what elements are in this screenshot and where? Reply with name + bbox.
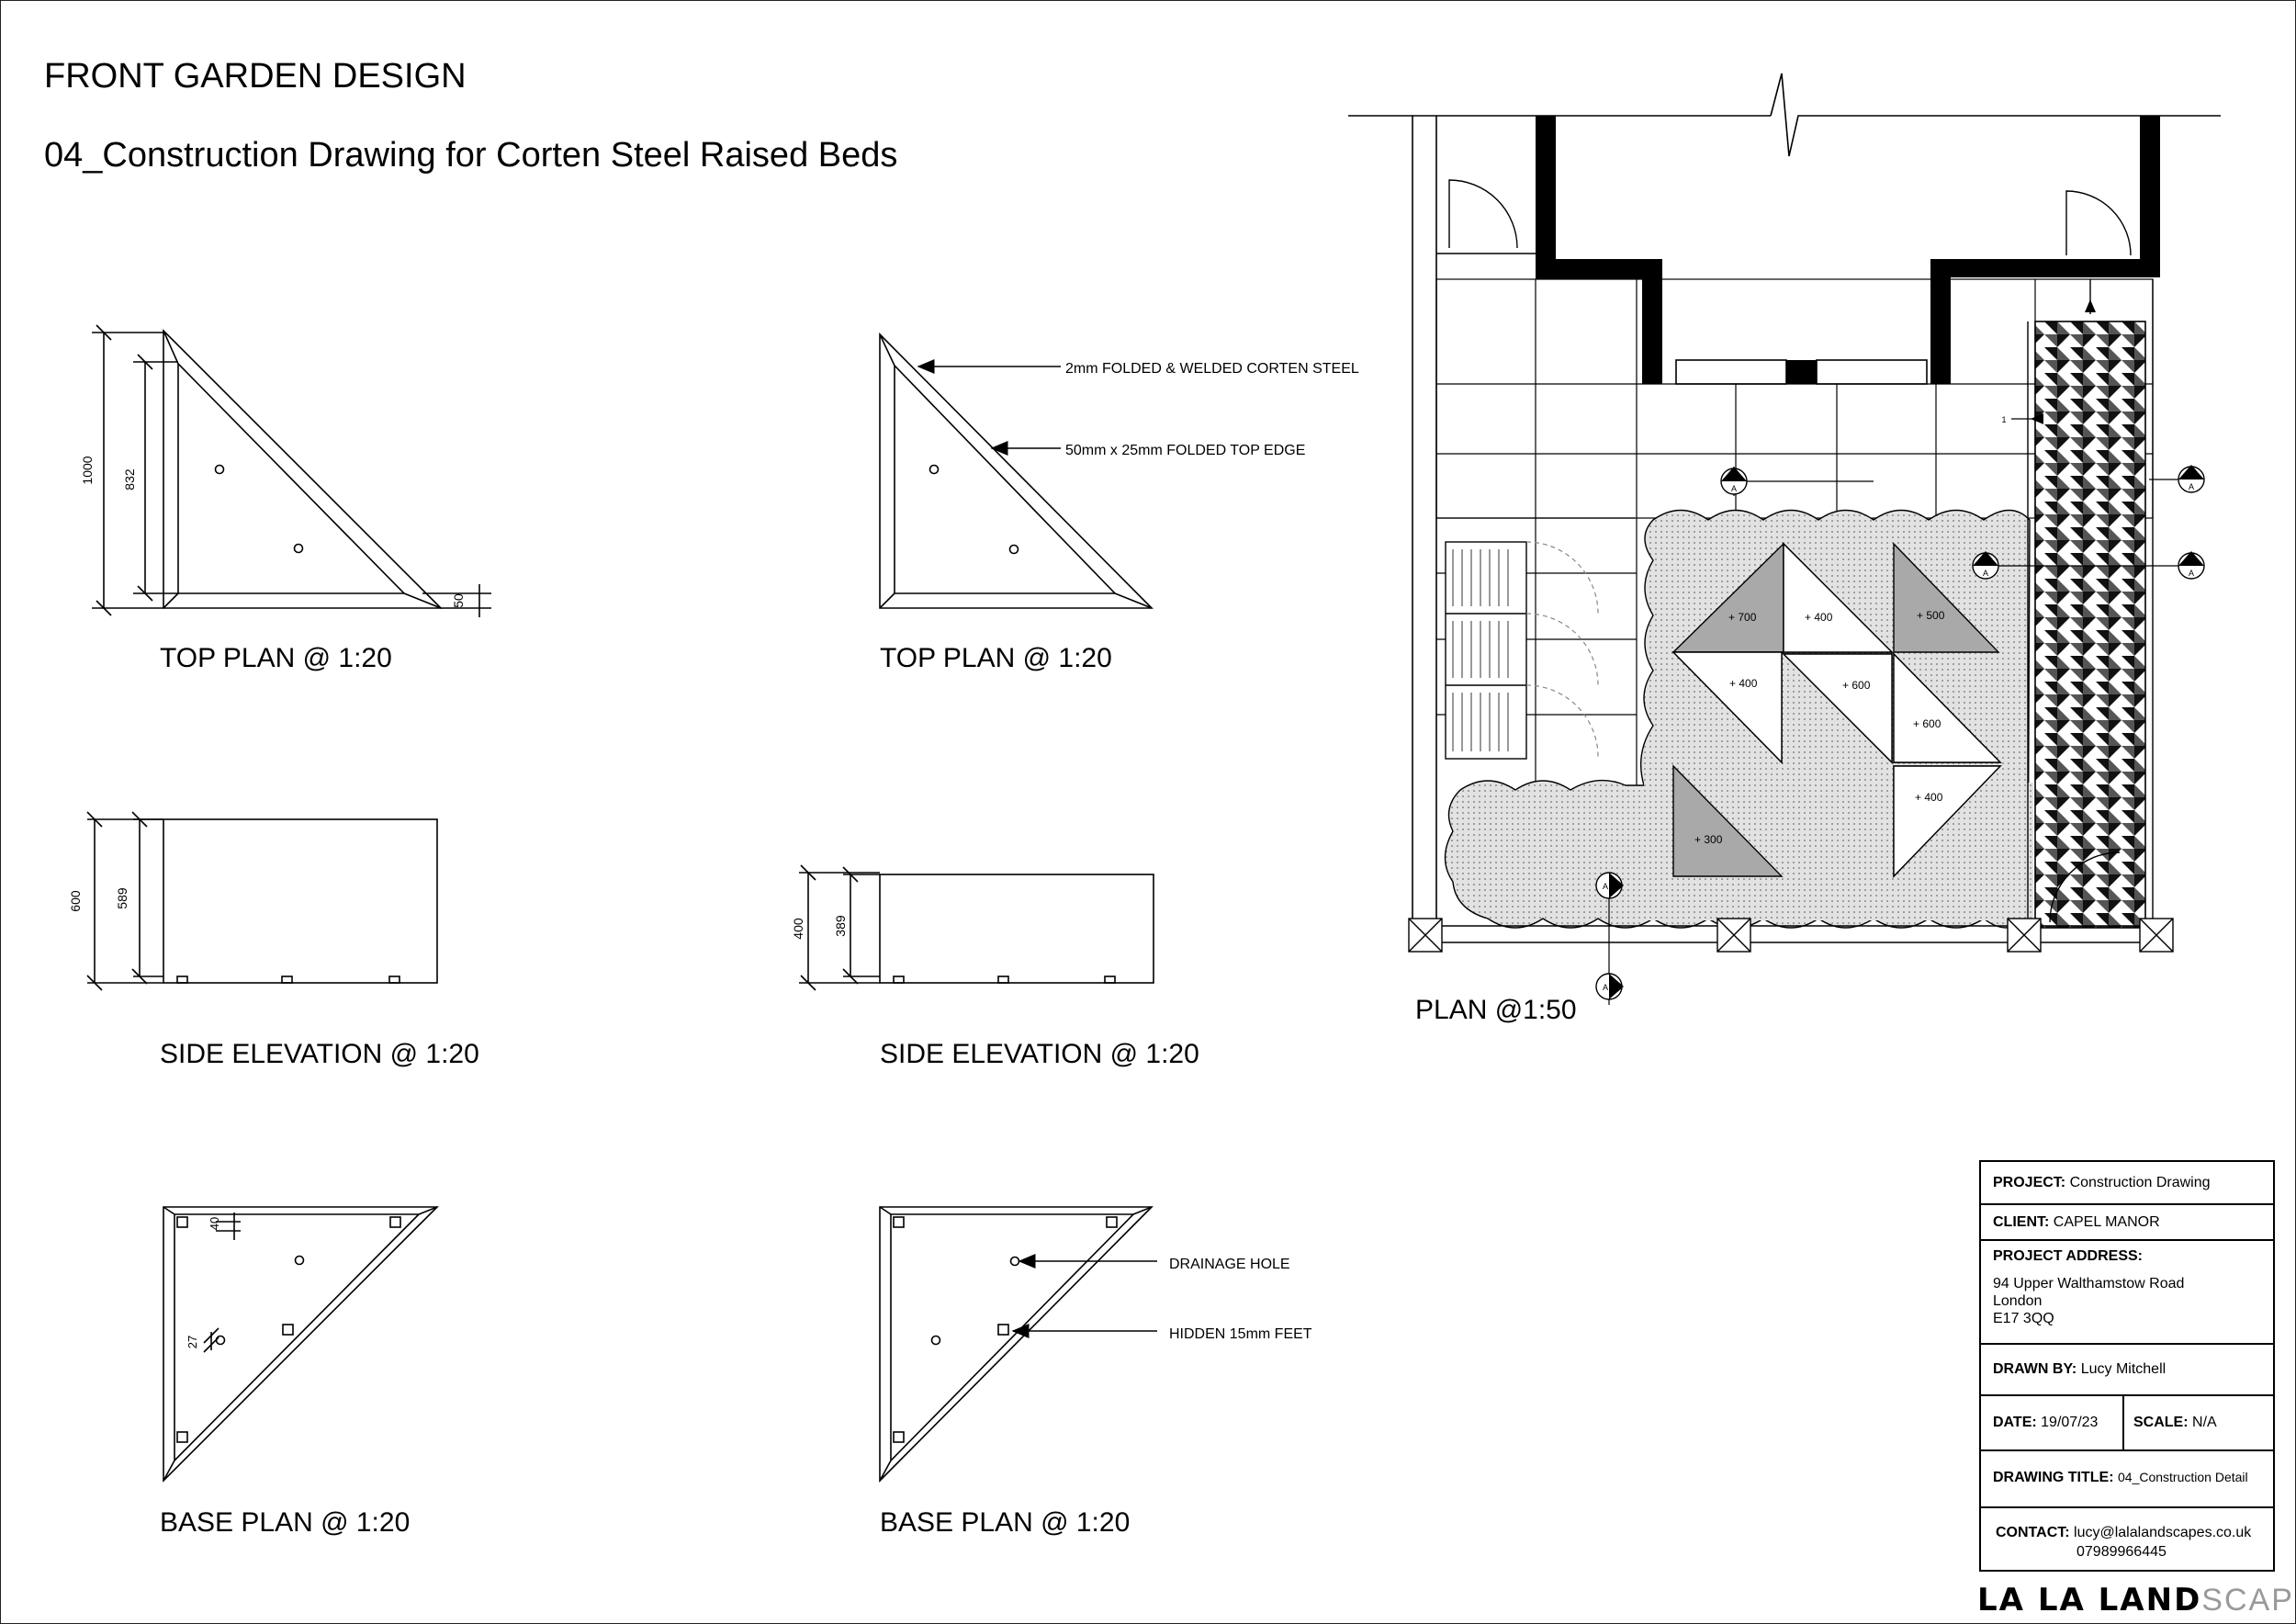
page-subtitle: 04_Construction Drawing for Corten Steel… bbox=[44, 136, 898, 175]
tiled-path bbox=[2034, 321, 2146, 929]
tb-contact-email[interactable]: lucy@lalalandscapes.co.uk bbox=[2074, 1525, 2252, 1540]
tb-project-label: PROJECT: bbox=[1993, 1175, 2066, 1190]
dim-side1-overall: 600 bbox=[68, 890, 83, 912]
section-mark-1: A bbox=[1731, 484, 1737, 493]
brand-logo: LA LA LANDSCAPES bbox=[1977, 1582, 2296, 1618]
section-markers: A A A A A A 1 bbox=[1595, 415, 2205, 1000]
dim-base-hole: 27 bbox=[186, 1336, 199, 1348]
brand-logo-bold: LA LA LAND bbox=[1977, 1582, 2202, 1618]
dim-base-feet: 40 bbox=[208, 1217, 221, 1230]
annotation-arrows-top bbox=[917, 359, 1061, 456]
tb-address-line3: E17 3QQ bbox=[1993, 1311, 2054, 1326]
section-mark-2: A bbox=[2189, 482, 2194, 491]
bed-level-3: + 500 bbox=[1917, 609, 1945, 622]
tb-client-value: CAPEL MANOR bbox=[2053, 1214, 2160, 1230]
base-plan-1 bbox=[163, 1206, 439, 1483]
label-side-elevation-2: SIDE ELEVATION @ 1:20 bbox=[880, 1039, 1199, 1069]
brand-logo-light: SCAPES bbox=[2201, 1583, 2296, 1618]
side-elevation-1 bbox=[86, 811, 438, 991]
tb-drawing-title-value: 04_Construction Detail bbox=[2118, 1470, 2248, 1484]
bed-level-labels: + 700 + 400 + 500 + 400 + 600 + 600 + 40… bbox=[1694, 609, 1945, 846]
tb-date-scale-row: DATE: 19/07/23 SCALE: N/A bbox=[1981, 1396, 2273, 1451]
tb-contact-label: CONTACT: bbox=[1996, 1525, 2070, 1540]
bed-level-8: + 300 bbox=[1694, 833, 1723, 846]
tb-drawn-label: DRAWN BY: bbox=[1993, 1361, 2077, 1377]
label-site-plan: PLAN @1:50 bbox=[1415, 995, 1577, 1025]
bed-level-4: + 400 bbox=[1729, 677, 1758, 690]
section-mark-6: A bbox=[1603, 983, 1608, 992]
base-plan-2 bbox=[879, 1206, 1154, 1483]
tb-date-label: DATE: bbox=[1993, 1415, 2037, 1430]
label-base-plan-1: BASE PLAN @ 1:20 bbox=[160, 1507, 411, 1538]
top-plan-2 bbox=[879, 333, 1154, 609]
tb-address-label: PROJECT ADDRESS: bbox=[1993, 1248, 2143, 1264]
tb-client-row: CLIENT: CAPEL MANOR bbox=[1981, 1205, 2273, 1241]
tb-address-line1: 94 Upper Walthamstow Road bbox=[1993, 1276, 2185, 1291]
dim-top-overall: 1000 bbox=[80, 456, 95, 484]
bed-level-2: + 400 bbox=[1805, 611, 1833, 624]
window-left bbox=[1675, 359, 1787, 385]
label-top-plan-1: TOP PLAN @ 1:20 bbox=[160, 643, 392, 673]
tb-scale-value: N/A bbox=[2192, 1415, 2217, 1430]
dim-top-inner: 832 bbox=[122, 468, 137, 491]
annotation-feet: HIDDEN 15mm FEET bbox=[1169, 1326, 1312, 1342]
annotation-drainage: DRAINAGE HOLE bbox=[1169, 1257, 1290, 1272]
window-right bbox=[1816, 359, 1928, 385]
tb-client-label: CLIENT: bbox=[1993, 1214, 2050, 1230]
tb-drawing-title-label: DRAWING TITLE: bbox=[1993, 1470, 2114, 1485]
section-mark-4: A bbox=[2189, 569, 2194, 578]
site-plan: + 700 + 400 + 500 + 400 + 600 + 600 + 40… bbox=[1348, 73, 2221, 1005]
bed-level-5: + 600 bbox=[1842, 679, 1871, 692]
dim-side1-inner: 589 bbox=[115, 887, 129, 909]
tb-address-line2: London bbox=[1993, 1293, 2043, 1309]
tb-contact-phone[interactable]: 07989966445 bbox=[2077, 1544, 2167, 1560]
dim-side2-overall: 400 bbox=[791, 918, 805, 940]
label-base-plan-2: BASE PLAN @ 1:20 bbox=[880, 1507, 1131, 1538]
label-top-plan-2: TOP PLAN @ 1:20 bbox=[880, 643, 1112, 673]
side-elevation-2 bbox=[799, 864, 1154, 991]
tb-contact-row: CONTACT: lucy@lalalandscapes.co.uk 07989… bbox=[1981, 1508, 2273, 1570]
tb-date-value: 19/07/23 bbox=[2041, 1415, 2099, 1430]
piers bbox=[1408, 918, 2174, 953]
bench-seats bbox=[1445, 541, 1527, 760]
top-plan-1 bbox=[92, 324, 491, 617]
dim-side2-inner: 389 bbox=[833, 915, 848, 937]
title-block: PROJECT: Construction Drawing CLIENT: CA… bbox=[1979, 1160, 2275, 1572]
bed-level-6: + 600 bbox=[1913, 717, 1941, 730]
section-mark-3: A bbox=[1983, 569, 1988, 578]
tb-project-value: Construction Drawing bbox=[2069, 1175, 2211, 1190]
tb-project-row: PROJECT: Construction Drawing bbox=[1981, 1162, 2273, 1205]
tb-drawn-row: DRAWN BY: Lucy Mitchell bbox=[1981, 1345, 2273, 1396]
tb-address-row: PROJECT ADDRESS: 94 Upper Walthamstow Ro… bbox=[1981, 1241, 2273, 1345]
label-side-elevation-1: SIDE ELEVATION @ 1:20 bbox=[160, 1039, 479, 1069]
annotation-arrows-base bbox=[1011, 1254, 1157, 1338]
bed-level-1: + 700 bbox=[1728, 611, 1757, 624]
tb-scale-label: SCALE: bbox=[2133, 1415, 2189, 1430]
section-mark-7: 1 bbox=[2001, 415, 2006, 424]
annotation-edge: 50mm x 25mm FOLDED TOP EDGE bbox=[1065, 443, 1305, 458]
tb-drawing-title-row: DRAWING TITLE: 04_Construction Detail bbox=[1981, 1451, 2273, 1508]
section-mark-5: A bbox=[1603, 882, 1608, 891]
annotation-steel: 2mm FOLDED & WELDED CORTEN STEEL bbox=[1065, 361, 1359, 377]
page-title: FRONT GARDEN DESIGN bbox=[44, 57, 467, 96]
bed-level-7: + 400 bbox=[1915, 791, 1943, 804]
dim-top-edge: 50 bbox=[451, 593, 466, 608]
tb-drawn-value: Lucy Mitchell bbox=[2080, 1361, 2167, 1377]
